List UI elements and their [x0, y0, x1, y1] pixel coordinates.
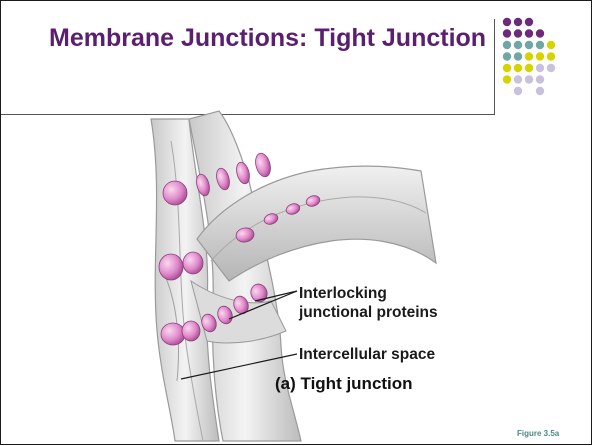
figure-caption: (a) Tight junction — [275, 374, 413, 394]
figure-reference: Figure 3.5a — [517, 429, 559, 438]
label-interlocking-proteins: Interlocking junctional proteins — [299, 284, 438, 322]
junctional-protein — [253, 152, 273, 179]
junctional-protein — [159, 254, 183, 280]
junctional-protein — [163, 181, 187, 205]
junctional-protein — [183, 252, 203, 274]
junctional-protein — [182, 321, 200, 341]
label-proteins-text: Interlocking junctional proteins — [299, 284, 438, 322]
label-intercellular-space: Intercellular space — [299, 345, 435, 364]
junctional-protein — [161, 323, 185, 345]
